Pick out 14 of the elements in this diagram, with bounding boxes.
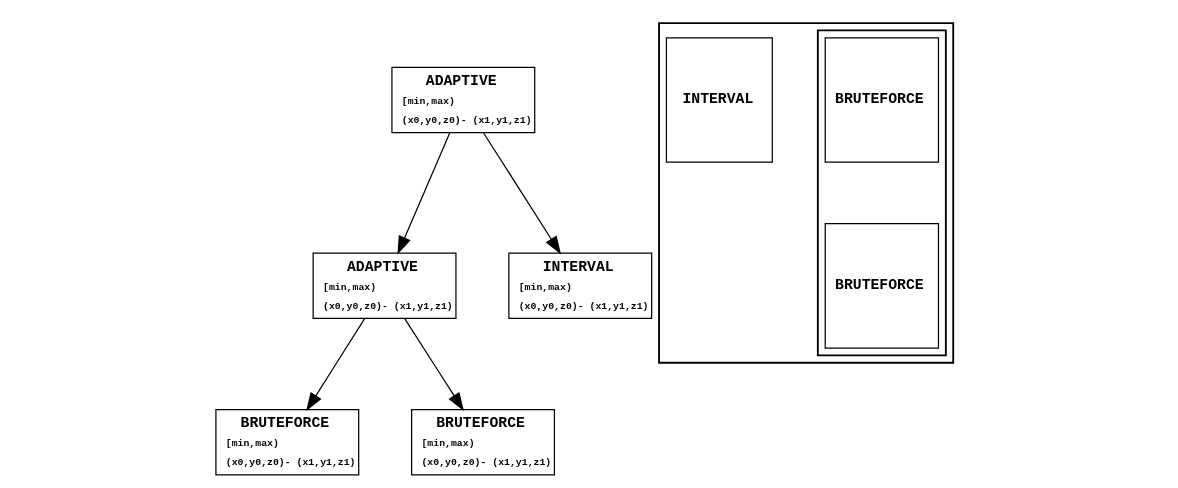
arrow	[305, 317, 365, 412]
arrow	[396, 132, 450, 255]
cluster	[657, 22, 954, 364]
node-box: ADAPTIVE [min,max) (x0,y0,z0)- (x1,y1,z1)	[312, 252, 457, 320]
arrow	[403, 317, 464, 412]
node-box: BRUTEFORCE	[824, 223, 939, 349]
node-box: BRUTEFORCE [min,max) (x0,y0,z0)- (x1,y1,z1)	[410, 408, 555, 476]
arrow	[482, 132, 561, 255]
node-box: BRUTEFORCE	[824, 37, 939, 163]
node-box: ADAPTIVE [min,max) (x0,y0,z0)- (x1,y1,z1)	[390, 66, 535, 134]
node-box: INTERVAL [min,max) (x0,y0,z0)- (x1,y1,z1)	[507, 252, 652, 320]
node-box: INTERVAL	[665, 37, 773, 163]
node-box: BRUTEFORCE [min,max) (x0,y0,z0)- (x1,y1,z1)	[214, 408, 359, 476]
cluster	[816, 29, 947, 357]
